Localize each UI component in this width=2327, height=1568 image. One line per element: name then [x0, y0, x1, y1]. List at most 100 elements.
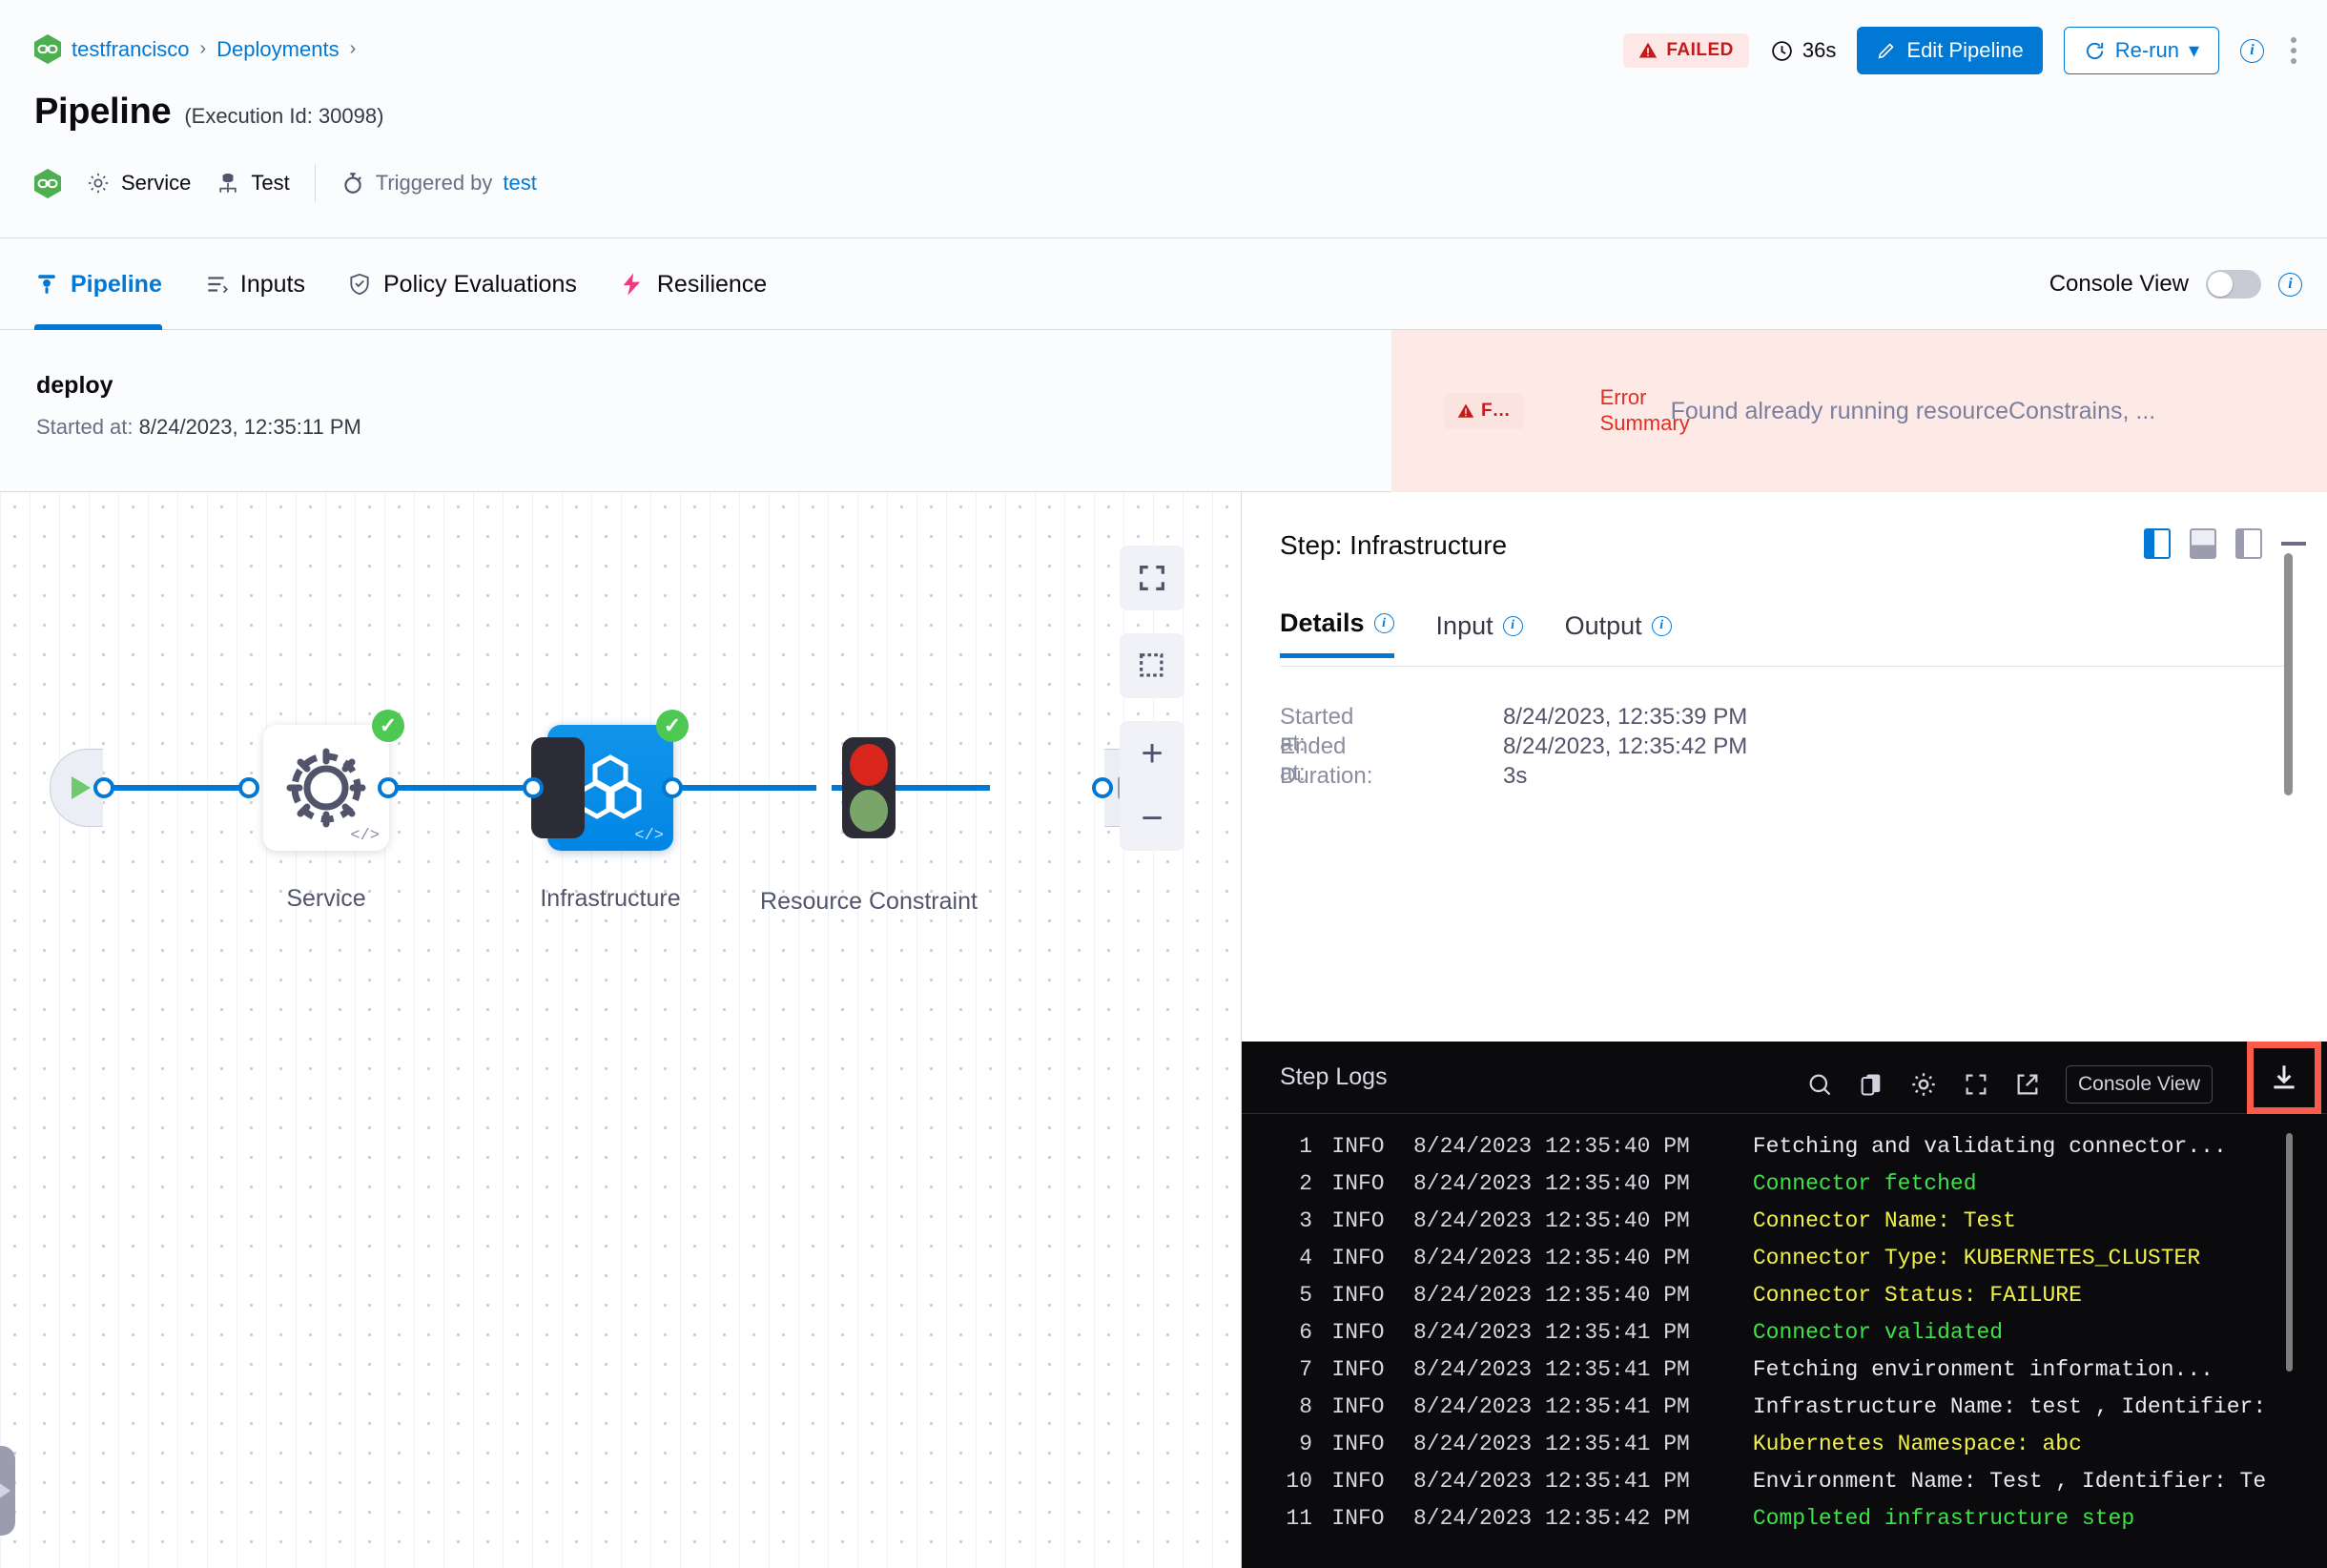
pipeline-graph-canvas[interactable]: ✓ </> ✓ </>	[0, 492, 1242, 1568]
log-line-number: 5	[1299, 1282, 1312, 1308]
error-summary-message: Found already running resourceConstrains…	[1670, 397, 2156, 424]
triggered-by-user[interactable]: test	[503, 171, 537, 195]
meta-service-label: Service	[121, 171, 192, 195]
stopwatch-icon	[340, 171, 365, 196]
zoom-in-button[interactable]: +	[1141, 732, 1164, 774]
log-line: 6 INFO 8/24/2023 12:35:41 PM Connector v…	[1242, 1313, 2327, 1351]
copy-icon[interactable]	[1858, 1071, 1884, 1098]
rerun-info-icon[interactable]: i	[2240, 38, 2264, 63]
more-options-button[interactable]	[2285, 31, 2302, 70]
panel-layout-right-icon[interactable]	[2235, 528, 2262, 559]
canvas-divider	[1241, 492, 1242, 1568]
step-tab-input[interactable]: Input i	[1436, 609, 1523, 658]
log-line: 1 INFO 8/24/2023 12:35:40 PM Fetching an…	[1242, 1127, 2327, 1165]
chevron-right-icon	[0, 1482, 10, 1499]
log-line: 3 INFO 8/24/2023 12:35:40 PM Connector N…	[1242, 1202, 2327, 1239]
execution-id: (Execution Id: 30098)	[184, 104, 384, 128]
fullscreen-icon[interactable]	[1963, 1071, 1989, 1098]
log-level: INFO	[1331, 1468, 1385, 1494]
console-view-info-icon[interactable]: i	[2278, 272, 2302, 297]
breadcrumb-item-deployments[interactable]: Deployments	[216, 36, 340, 61]
detail-key-duration: Duration:	[1280, 763, 1373, 789]
panel-layout-bottom-icon[interactable]	[2190, 528, 2216, 559]
gear-icon	[86, 171, 111, 196]
log-message: Connector fetched	[1752, 1170, 1977, 1196]
log-line-number: 11	[1286, 1505, 1312, 1531]
tab-inputs[interactable]: Inputs	[204, 238, 305, 330]
meta-divider	[314, 164, 316, 202]
log-message: Connector Status: FAILURE	[1752, 1282, 2082, 1308]
port-infra-out	[662, 777, 683, 798]
tab-resilience[interactable]: Resilience	[619, 238, 767, 330]
step-tab-details[interactable]: Details i	[1280, 609, 1394, 658]
gear-icon[interactable]	[1909, 1070, 1938, 1099]
area-select-button[interactable]	[1120, 633, 1184, 698]
resource-constraint-traffic-light[interactable]	[842, 737, 896, 838]
breadcrumb-item-project[interactable]: testfrancisco	[72, 36, 190, 61]
edit-pipeline-button[interactable]: Edit Pipeline	[1857, 27, 2043, 74]
log-line: 7 INFO 8/24/2023 12:35:41 PM Fetching en…	[1242, 1351, 2327, 1388]
edge-infra-rc	[671, 785, 816, 791]
download-logs-button[interactable]	[2247, 1042, 2321, 1114]
tab-bar: Pipeline Inputs Policy Evaluations Resil…	[0, 238, 2327, 330]
logs-console-view-button[interactable]: Console View	[2065, 1065, 2213, 1104]
execution-duration: 36s	[1770, 38, 1836, 63]
input-info-icon[interactable]: i	[1502, 615, 1523, 636]
log-message: Fetching environment information...	[1752, 1356, 2214, 1382]
triggered-by-label: Triggered by	[375, 171, 493, 195]
port-end-in	[1092, 777, 1113, 798]
log-level: INFO	[1331, 1133, 1385, 1159]
harness-logo-icon	[34, 34, 61, 64]
step-tab-input-label: Input	[1435, 610, 1493, 640]
console-view-label: Console View	[2049, 271, 2189, 297]
log-lines-container[interactable]: 1 INFO 8/24/2023 12:35:40 PM Fetching an…	[1242, 1114, 2327, 1568]
clock-icon	[1770, 39, 1794, 63]
log-line-number: 2	[1299, 1170, 1312, 1196]
open-external-icon[interactable]	[2014, 1071, 2041, 1098]
resilience-icon	[619, 271, 646, 298]
log-line-number: 9	[1299, 1431, 1312, 1456]
output-info-icon[interactable]: i	[1651, 615, 1672, 636]
fit-to-screen-button[interactable]	[1120, 546, 1184, 610]
download-icon	[2274, 1065, 2295, 1089]
area-select-icon	[1140, 653, 1164, 677]
header-actions: FAILED 36s Edit Pipeline Re-run ▾ i	[1623, 27, 2302, 74]
minimize-panel-icon[interactable]	[2281, 542, 2306, 546]
tab-policy-evaluations[interactable]: Policy Evaluations	[347, 238, 577, 330]
meta-environment-label: Test	[251, 171, 290, 195]
details-info-icon[interactable]: i	[1373, 613, 1394, 633]
zoom-controls[interactable]: + −	[1120, 721, 1184, 851]
fit-to-screen-icon	[1140, 566, 1164, 590]
console-view-switch[interactable]	[2206, 270, 2261, 299]
meta-trigger: Triggered by test	[340, 171, 537, 196]
logs-scrollbar[interactable]	[2286, 1133, 2293, 1372]
log-timestamp: 8/24/2023 12:35:41 PM	[1413, 1393, 1690, 1419]
error-status-chip-label: F…	[1481, 401, 1511, 421]
gear-icon-service	[286, 748, 366, 828]
port-service-in	[238, 777, 259, 798]
log-line-number: 6	[1299, 1319, 1312, 1345]
execution-duration-value: 36s	[1802, 38, 1837, 62]
yaml-code-icon-infrastructure: </>	[634, 827, 664, 845]
search-icon[interactable]	[1806, 1071, 1833, 1098]
detail-value-started-at: 8/24/2023, 12:35:39 PM	[1503, 704, 1748, 730]
panel-layout-left-icon[interactable]	[2144, 528, 2171, 559]
log-message: Completed infrastructure step	[1752, 1505, 2135, 1531]
console-view-toggle-group: Console View i	[2049, 238, 2302, 330]
meta-service: Service	[86, 171, 191, 196]
log-line-number: 7	[1299, 1356, 1312, 1382]
zoom-out-button[interactable]: −	[1141, 797, 1164, 839]
warning-triangle-icon	[1638, 41, 1658, 60]
log-message: Connector Type: KUBERNETES_CLUSTER	[1752, 1245, 2201, 1270]
collapse-panel-handle[interactable]	[0, 1446, 15, 1536]
rerun-button[interactable]: Re-run ▾	[2063, 27, 2219, 74]
tab-pipeline[interactable]: Pipeline	[34, 238, 162, 330]
step-tab-output[interactable]: Output i	[1565, 609, 1672, 658]
stage-started-label: Started at:	[36, 415, 134, 439]
step-panel-title: Step: Infrastructure	[1280, 530, 1508, 560]
step-tab-details-label: Details	[1280, 609, 1365, 637]
status-success-icon-infrastructure: ✓	[656, 710, 689, 742]
node-service[interactable]: ✓ </>	[263, 710, 404, 851]
details-scrollbar[interactable]	[2284, 553, 2293, 795]
meta-environment: Test	[216, 171, 290, 196]
